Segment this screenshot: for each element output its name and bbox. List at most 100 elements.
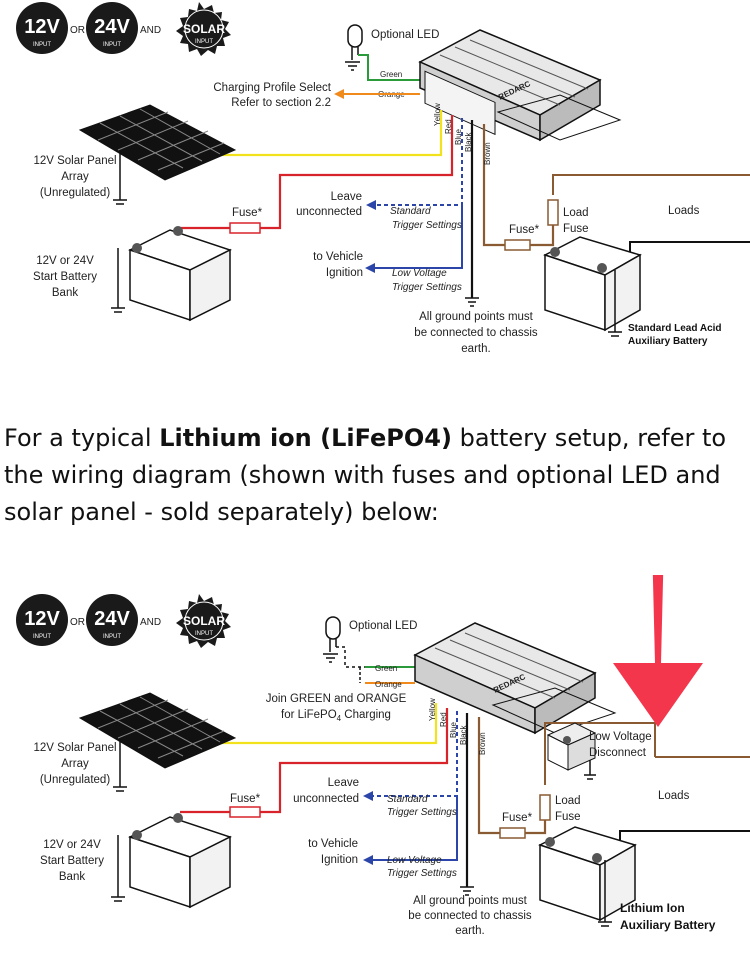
- solar-panel-label-3: (Unregulated): [40, 774, 110, 786]
- lifepo4-charging-label: for LiFePO4 Charging: [281, 709, 391, 723]
- svg-text:Yellow: Yellow: [433, 103, 442, 126]
- charging-profile-ref-label: Refer to section 2.2: [231, 97, 331, 109]
- svg-text:Red: Red: [439, 712, 448, 727]
- low-voltage-trigger-label: Low Voltage: [387, 855, 442, 866]
- dc-charger-unit-icon: REDARC: [413, 622, 617, 735]
- badge-24v-icon: 24V INPUT: [86, 2, 138, 54]
- badge-24v-icon: 24V INPUT: [86, 594, 138, 646]
- charging-profile-label: Charging Profile Select: [213, 82, 331, 94]
- svg-text:INPUT: INPUT: [33, 634, 51, 640]
- aux-battery-icon: [538, 826, 637, 927]
- badge-solar-icon: SOLAR INPUT: [176, 2, 231, 56]
- ground-note-label: All ground points must: [419, 311, 534, 323]
- ignition-label-2: Ignition: [326, 267, 363, 279]
- svg-text:INPUT: INPUT: [33, 42, 51, 48]
- solar-panel-icon: [78, 692, 237, 792]
- aux-battery-label-2: Auxiliary Battery: [620, 918, 716, 932]
- low-voltage-disconnect-icon: [546, 722, 597, 780]
- loads-label: Loads: [668, 205, 700, 217]
- optional-led-label: Optional LED: [371, 29, 439, 41]
- ignition-label: to Vehicle: [308, 838, 358, 850]
- ignition-label: to Vehicle: [313, 251, 363, 263]
- highlight-arrow-icon: [613, 575, 703, 727]
- svg-text:INPUT: INPUT: [195, 631, 213, 637]
- ground-icon: [460, 886, 474, 896]
- svg-text:24V: 24V: [94, 16, 130, 38]
- ground-icon: [465, 297, 479, 307]
- led-icon: [345, 24, 363, 71]
- svg-text:INPUT: INPUT: [103, 634, 121, 640]
- svg-text:SOLAR: SOLAR: [183, 614, 225, 628]
- dc-charger-unit-icon: REDARC: [418, 29, 622, 142]
- wiring-diagram-lithium: 12V INPUT OR 24V INPUT AND SOLAR INPUT O…: [0, 575, 750, 965]
- low-voltage-disconnect-label: Low Voltage: [589, 731, 652, 743]
- badge-and-text: AND: [140, 617, 161, 628]
- blue-wire: [370, 796, 458, 861]
- start-battery-label-3: Bank: [59, 871, 85, 883]
- svg-text:Brown: Brown: [483, 142, 492, 165]
- paragraph-bold-lithium: Lithium ion (LiFePO4): [159, 424, 452, 452]
- standard-trigger-label-2: Trigger Settings: [392, 220, 462, 231]
- wiring-diagram-1-svg: 12V INPUT OR 24V INPUT AND SOLAR INPUT O…: [16, 2, 750, 355]
- lvd-wire: [544, 722, 656, 780]
- loads-label: Loads: [658, 790, 690, 802]
- fuse-2-label: Fuse*: [502, 812, 533, 824]
- green-wire-label: Green: [375, 664, 397, 673]
- start-battery-label-3: Bank: [52, 287, 78, 299]
- blue-arrow-icon: [363, 791, 373, 801]
- badge-12v-icon: 12V INPUT: [16, 2, 68, 54]
- low-voltage-disconnect-label-2: Disconnect: [589, 747, 647, 759]
- start-battery-icon: [111, 226, 232, 322]
- led-icon: [323, 616, 341, 663]
- aux-battery-label-2: Auxiliary Battery: [628, 336, 708, 347]
- solar-panel-label: 12V Solar Panel: [33, 742, 116, 754]
- badge-or-text: OR: [70, 25, 85, 36]
- load-fuse-label-2: Fuse: [555, 811, 581, 823]
- leave-label-2: unconnected: [293, 793, 359, 805]
- low-voltage-trigger-label: Low Voltage: [392, 268, 447, 279]
- badge-solar-icon: SOLAR INPUT: [176, 594, 231, 648]
- badge-12v-icon: 12V INPUT: [16, 594, 68, 646]
- load-fuse-label: Load: [555, 795, 581, 807]
- ground-note-label-3: earth.: [455, 925, 484, 937]
- svg-text:Black: Black: [464, 131, 473, 152]
- ignition-label-2: Ignition: [321, 854, 358, 866]
- load-wire: [552, 174, 750, 195]
- standard-trigger-label: Standard: [390, 206, 431, 217]
- solar-panel-label-2: Array: [61, 758, 89, 770]
- yellow-wire: [160, 703, 438, 745]
- start-battery-icon: [111, 813, 232, 909]
- optional-led-label: Optional LED: [349, 620, 417, 632]
- svg-text:Black: Black: [459, 724, 468, 745]
- svg-text:Blue: Blue: [454, 128, 463, 145]
- aux-battery-icon: [543, 236, 642, 337]
- blue-arrow-icon: [366, 200, 376, 210]
- ground-note-label-2: be connected to chassis: [414, 327, 538, 339]
- aux-battery-label: Lithium Ion: [620, 901, 685, 915]
- yellow-wire: [160, 110, 443, 157]
- start-battery-label: 12V or 24V: [36, 255, 94, 267]
- fuse-2-label: Fuse*: [509, 224, 540, 236]
- standard-trigger-label-2: Trigger Settings: [387, 807, 457, 818]
- wiring-diagram-lead-acid: 12V INPUT OR 24V INPUT AND SOLAR INPUT O…: [0, 0, 750, 375]
- standard-trigger-label: Standard: [387, 794, 428, 805]
- load-negative-wire: [622, 241, 750, 266]
- ground-note-label-3: earth.: [461, 343, 490, 355]
- fuse-icon: [229, 222, 261, 234]
- ground-note-label-2: be connected to chassis: [408, 910, 532, 922]
- orange-wire-label: Orange: [375, 680, 402, 689]
- svg-text:INPUT: INPUT: [195, 39, 213, 45]
- svg-text:12V: 12V: [24, 16, 60, 38]
- solar-panel-label-2: Array: [61, 171, 89, 183]
- svg-text:Brown: Brown: [478, 732, 487, 755]
- blue-arrow-2-icon: [365, 263, 375, 273]
- fuse-icon: [229, 806, 261, 818]
- leave-label-2: unconnected: [296, 206, 362, 218]
- intro-paragraph: For a typical Lithium ion (LiFePO4) batt…: [4, 420, 744, 531]
- blue-wire: [372, 205, 463, 269]
- solar-panel-icon: [78, 104, 237, 205]
- aux-battery-label: Standard Lead Acid: [628, 323, 722, 334]
- start-battery-label: 12V or 24V: [43, 839, 101, 851]
- svg-text:INPUT: INPUT: [103, 42, 121, 48]
- fuse-label: Fuse*: [230, 793, 261, 805]
